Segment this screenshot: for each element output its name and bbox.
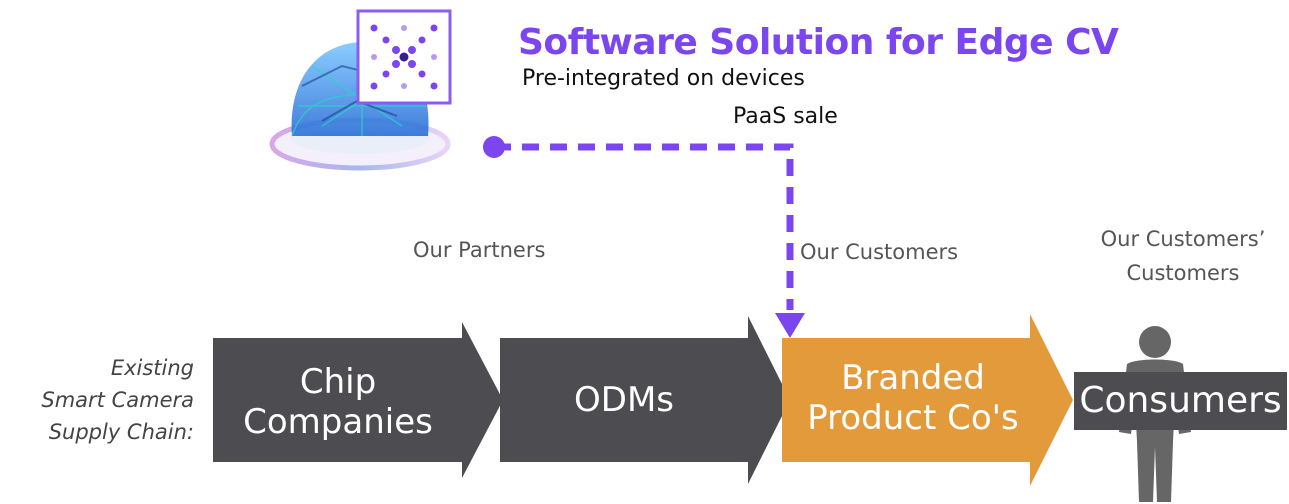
subtitle-sale: PaaS sale: [733, 104, 838, 129]
consumers-sign: [1074, 372, 1287, 430]
logo-icon: [356, 9, 452, 105]
supply-chain-label-line2: Smart Camera: [41, 388, 194, 412]
label-our-partners: Our Partners: [413, 238, 546, 262]
consumers-text: Consumers: [1079, 380, 1282, 421]
branded-product-line2: Product Co's: [807, 398, 1019, 438]
odms-text: ODMs: [574, 380, 674, 420]
arrow-odms: [500, 316, 790, 484]
chip-companies-line1: Chip: [299, 362, 377, 402]
label-our-customers-customers: Our Customers’ Customers: [1072, 222, 1289, 290]
supply-chain-label: Existing Smart Camera Supply Chain:: [41, 352, 194, 448]
subtitle-integration: Pre-integrated on devices: [522, 66, 805, 91]
arrow-chip-companies: [213, 322, 503, 478]
branded-product-text: Branded Product Co's: [782, 358, 1044, 438]
dashed-connector: [483, 136, 805, 338]
title: Software Solution for Edge CV: [518, 22, 1119, 63]
product-graphic: [269, 9, 452, 171]
connector-arrowhead-icon: [775, 313, 805, 338]
label-our-customers-customers-line1: Our Customers’: [1100, 227, 1266, 251]
supply-chain-label-line3: Supply Chain:: [48, 420, 194, 444]
label-our-customers: Our Customers: [800, 240, 959, 264]
chip-companies-text: Chip Companies: [213, 362, 463, 442]
chip-companies-line2: Companies: [243, 402, 433, 442]
arrow-branded-product: [782, 314, 1073, 486]
branded-product-line1: Branded: [841, 358, 985, 398]
supply-chain-label-line1: Existing: [110, 356, 194, 380]
label-our-customers-customers-line2: Customers: [1126, 261, 1240, 285]
